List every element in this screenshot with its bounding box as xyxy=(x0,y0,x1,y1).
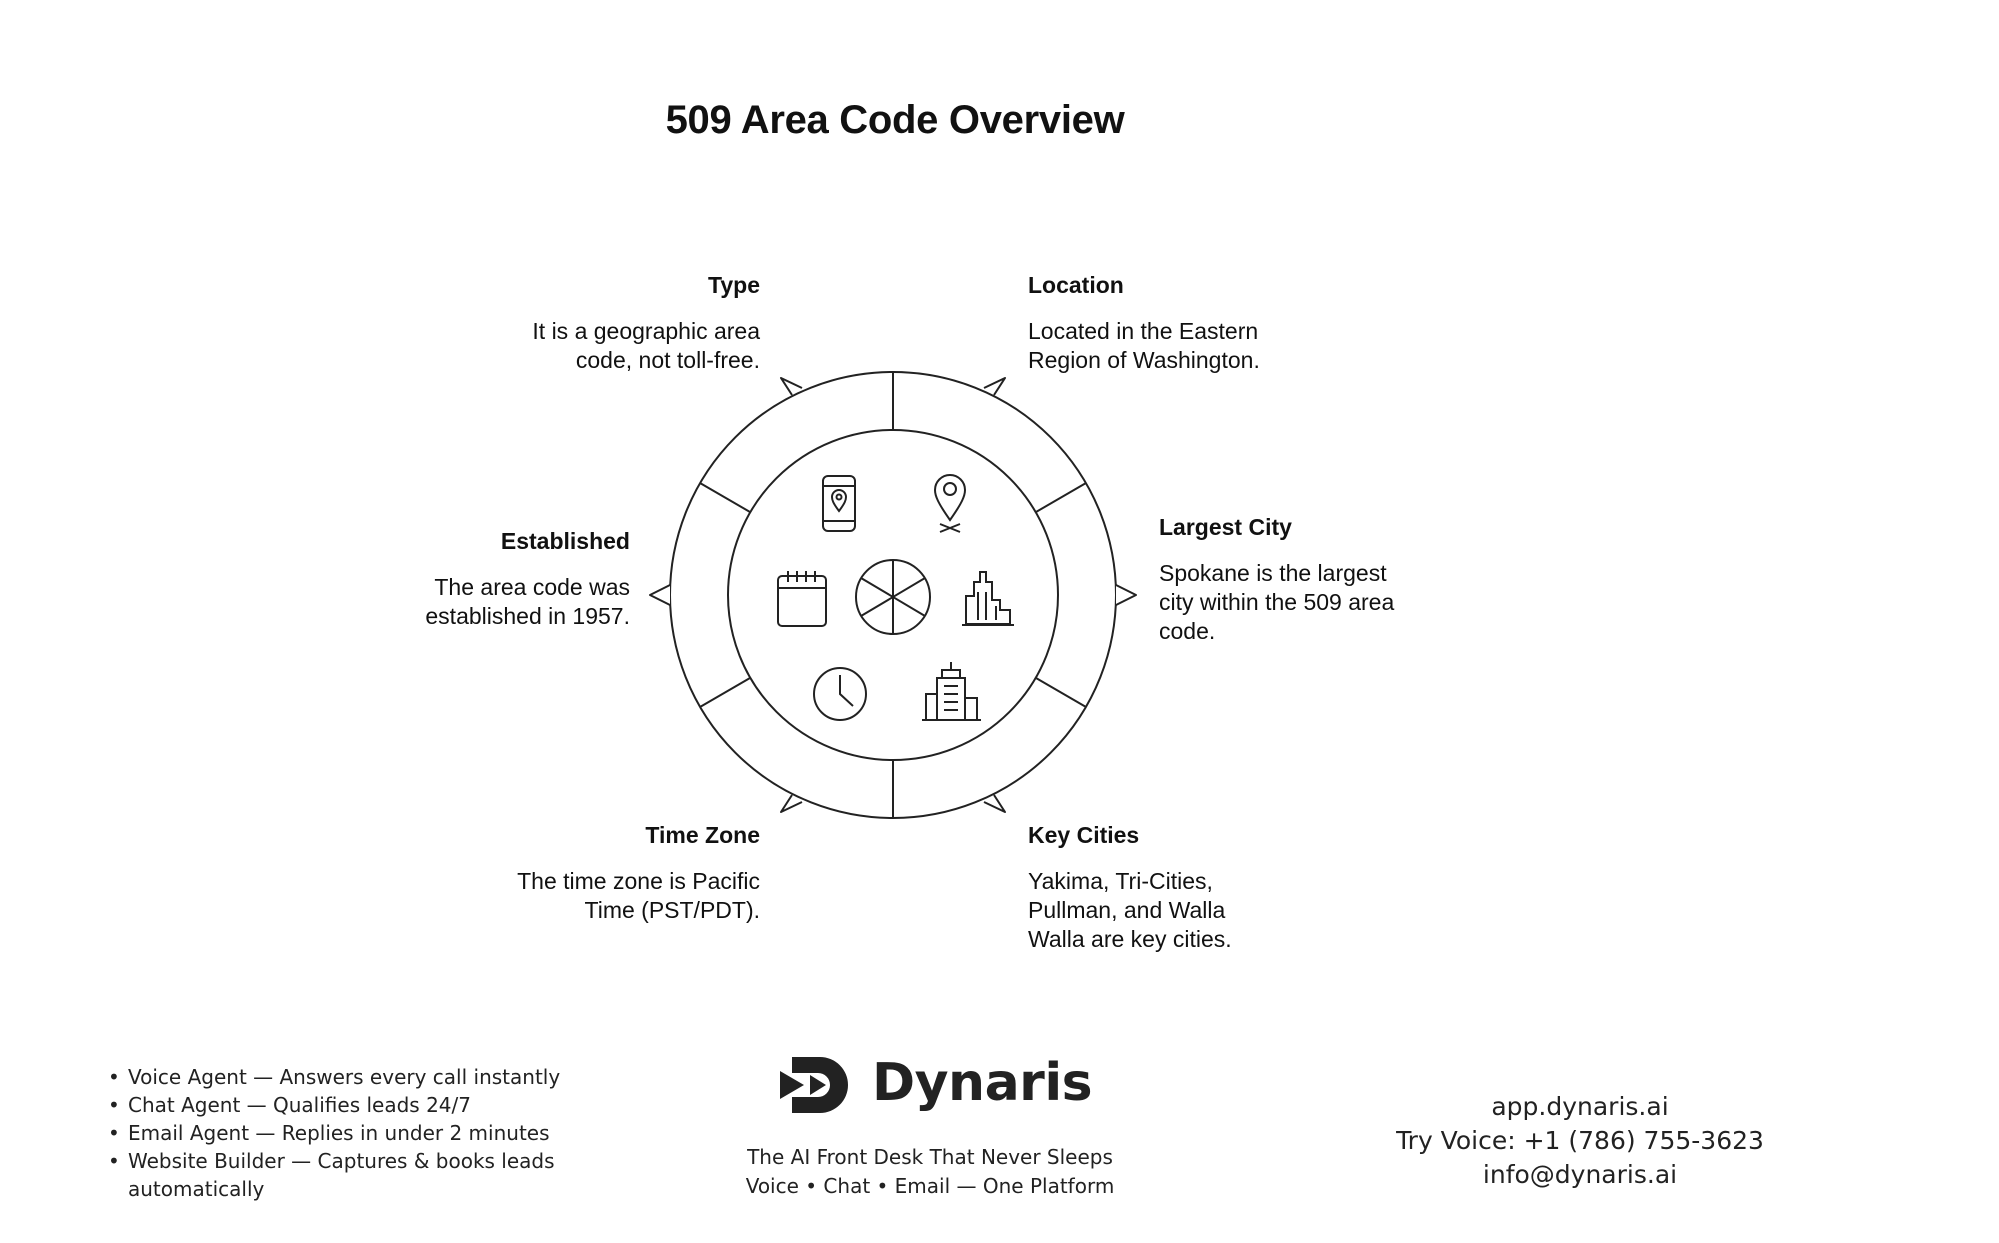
separator-upper-right xyxy=(1035,482,1087,513)
page-title: 509 Area Code Overview xyxy=(665,98,1125,142)
dynaris-logo-icon xyxy=(780,1057,848,1113)
segment-text-line: code. xyxy=(1159,618,1216,644)
notch-time-zone xyxy=(780,794,803,813)
segment-text-line: Time (PST/PDT). xyxy=(584,897,760,923)
feature-item: Chat Agent — Qualifies leads 24/7 xyxy=(108,1091,568,1119)
notch-key-cities xyxy=(983,794,1006,813)
segment-heading: Largest City xyxy=(1159,514,1292,540)
contact-url[interactable]: app.dynaris.ai xyxy=(1491,1092,1669,1121)
map-pin-icon xyxy=(933,474,967,533)
contact-block: app.dynaris.ai Try Voice: +1 (786) 755-3… xyxy=(1380,1090,1780,1192)
segment-text-line: code, not toll-free. xyxy=(575,347,760,373)
segment-type: Type It is a geographic area code, not t… xyxy=(480,271,760,375)
segment-heading: Key Cities xyxy=(1028,822,1140,848)
segment-largest-city: Largest City Spokane is the largest city… xyxy=(1159,513,1459,646)
segment-text-line: Pullman, and Walla xyxy=(1028,897,1226,923)
clock-icon xyxy=(813,667,867,721)
separator-upper-left xyxy=(699,482,751,513)
segment-heading: Established xyxy=(500,528,630,554)
segment-text-line: It is a geographic area xyxy=(532,318,760,344)
segment-text-line: Spokane is the largest xyxy=(1159,560,1387,586)
tagline-line-2: Voice • Chat • Email — One Platform xyxy=(745,1174,1115,1198)
calendar-icon xyxy=(777,571,827,627)
segment-key-cities: Key Cities Yakima, Tri-Cities, Pullman, … xyxy=(1028,821,1328,954)
feature-item: Voice Agent — Answers every call instant… xyxy=(108,1063,568,1091)
separator-lower-left xyxy=(699,677,751,708)
segment-text-line: established in 1957. xyxy=(425,603,630,629)
segment-text-line: city within the 509 area xyxy=(1159,589,1395,615)
feature-list: Voice Agent — Answers every call instant… xyxy=(108,1063,568,1203)
segment-text-line: Region of Washington. xyxy=(1028,347,1260,373)
office-building-icon xyxy=(922,662,981,721)
wheel-icon xyxy=(855,559,931,635)
notch-location xyxy=(983,377,1006,396)
feature-item: Website Builder — Captures & books leads… xyxy=(108,1147,568,1203)
feature-item: Email Agent — Replies in under 2 minutes xyxy=(108,1119,568,1147)
segment-heading: Location xyxy=(1028,272,1124,298)
contact-phone[interactable]: Try Voice: +1 (786) 755-3623 xyxy=(1396,1126,1764,1155)
segment-location: Location Located in the Eastern Region o… xyxy=(1028,271,1328,375)
notch-type xyxy=(780,377,803,396)
notch-established xyxy=(649,584,671,606)
segment-time-zone: Time Zone The time zone is Pacific Time … xyxy=(460,821,760,925)
segment-established: Established The area code was establishe… xyxy=(340,527,630,631)
segment-heading: Type xyxy=(708,272,760,298)
notch-largest-city xyxy=(1115,584,1137,606)
brand-name: Dynaris xyxy=(872,1053,1093,1113)
city-skyline-icon xyxy=(962,571,1014,626)
segment-heading: Time Zone xyxy=(645,822,760,848)
separator-lower-right xyxy=(1035,677,1087,708)
segment-text-line: Walla are key cities. xyxy=(1028,926,1232,952)
contact-email[interactable]: info@dynaris.ai xyxy=(1482,1160,1678,1189)
segment-text-line: The time zone is Pacific xyxy=(517,868,760,894)
tagline-line-1: The AI Front Desk That Never Sleeps xyxy=(747,1145,1113,1169)
segment-text-line: Located in the Eastern xyxy=(1028,318,1259,344)
segment-text-line: Yakima, Tri-Cities, xyxy=(1028,868,1213,894)
mobile-location-icon xyxy=(822,475,856,532)
segment-text-line: The area code was xyxy=(434,574,630,600)
tagline: The AI Front Desk That Never Sleeps Voic… xyxy=(700,1143,1160,1201)
